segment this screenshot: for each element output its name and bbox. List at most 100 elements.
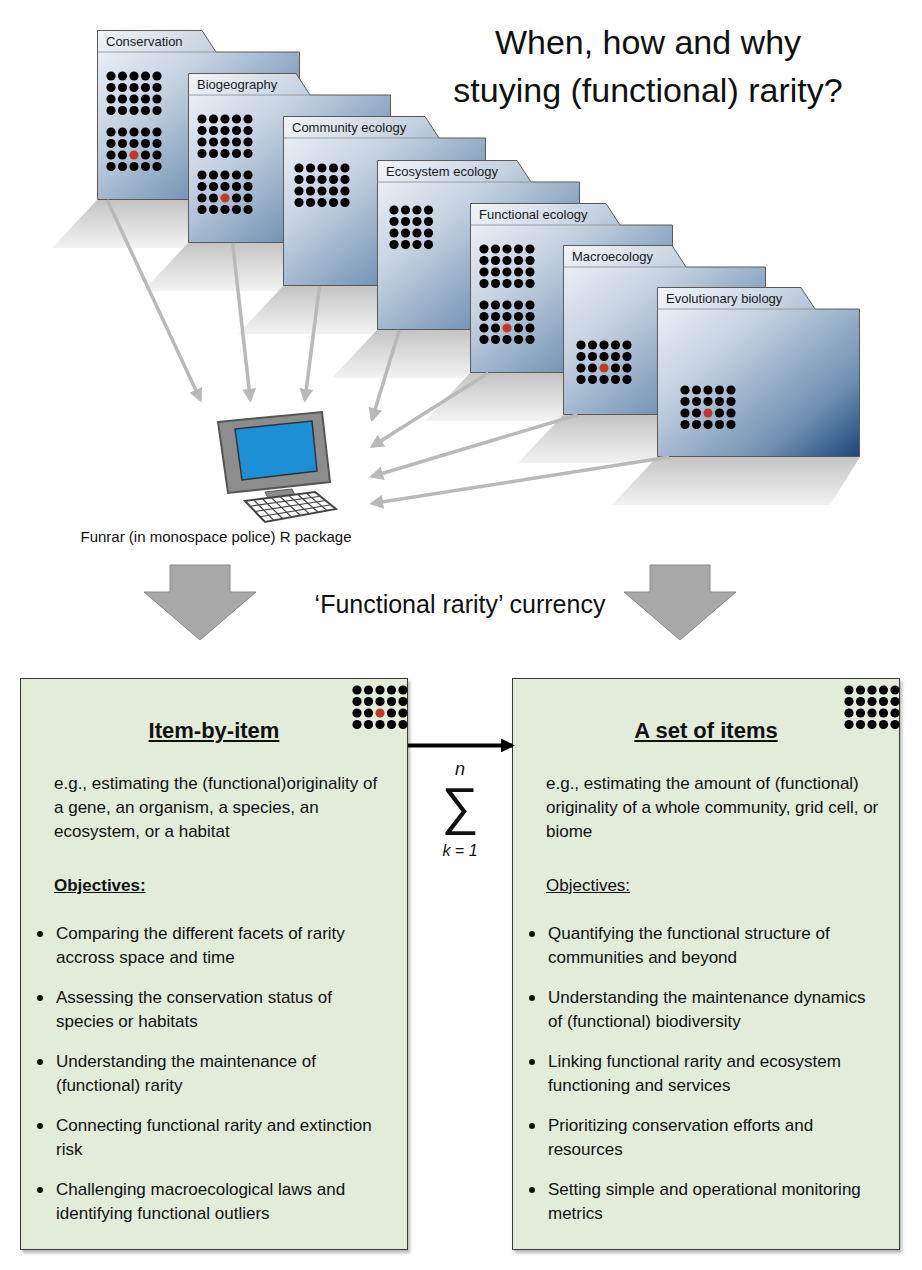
black-dot (197, 205, 206, 214)
keyboard-key (263, 499, 283, 519)
red-dot (375, 708, 384, 717)
black-dot (141, 106, 150, 115)
black-dot (588, 340, 597, 349)
black-dot (502, 312, 511, 321)
black-dot (412, 228, 421, 237)
red-dot (220, 193, 229, 202)
black-dot (398, 720, 407, 729)
tab-line (98, 52, 217, 53)
black-dot (726, 385, 735, 394)
black-dot (197, 137, 206, 146)
black-dot (118, 106, 127, 115)
objective-item: Understanding the maintenance of (functi… (56, 1050, 391, 1098)
black-dot (129, 94, 138, 103)
black-dot (715, 420, 724, 429)
black-dot (243, 114, 252, 123)
black-dot (306, 186, 315, 195)
black-dot (232, 126, 241, 135)
black-dot (844, 685, 853, 694)
objective-item: Connecting functional rarity and extinct… (56, 1114, 391, 1162)
black-dot (387, 708, 396, 717)
dot-grid-icon (844, 685, 904, 735)
tab-label: Functional ecology (479, 207, 587, 222)
black-dot (118, 71, 127, 80)
black-dot (514, 244, 523, 253)
tab-line (378, 182, 532, 183)
tab-label: Biogeography (197, 77, 277, 92)
black-dot (209, 126, 218, 135)
black-dot (514, 300, 523, 309)
black-dot (197, 126, 206, 135)
black-dot (525, 279, 534, 288)
black-dot (389, 240, 398, 249)
black-dot (329, 198, 338, 207)
keyboard-key (271, 498, 291, 518)
black-dot (306, 198, 315, 207)
connector-arrow (372, 457, 669, 504)
black-dot (306, 175, 315, 184)
black-dot (491, 256, 500, 265)
black-dot (375, 720, 384, 729)
black-dot (152, 106, 161, 115)
black-dot (879, 720, 888, 729)
black-dot (329, 186, 338, 195)
black-dot (401, 217, 410, 226)
black-dot (152, 162, 161, 171)
black-dot (106, 162, 115, 171)
black-dot (599, 375, 608, 384)
black-dot (576, 375, 585, 384)
black-dot (294, 175, 303, 184)
connector-arrow (305, 286, 320, 400)
keyboard-key (289, 495, 310, 514)
black-dot (890, 708, 899, 717)
black-dot (375, 685, 384, 694)
black-dot (398, 685, 407, 694)
red-dot (703, 408, 712, 417)
black-dot (197, 170, 206, 179)
black-dot (856, 720, 865, 729)
computer-icon (60, 400, 372, 550)
black-dot (398, 697, 407, 706)
black-dot (389, 205, 398, 214)
box-description: e.g., estimating the (functional)origina… (54, 772, 391, 844)
black-dot (844, 708, 853, 717)
black-dot (352, 685, 361, 694)
black-dot (525, 267, 534, 276)
keyboard-key (280, 497, 301, 516)
folder-outline (658, 288, 860, 457)
black-dot (294, 186, 303, 195)
black-dot (525, 244, 534, 253)
black-dot (502, 256, 511, 265)
black-dot (890, 685, 899, 694)
black-dot (879, 685, 888, 694)
black-dot (209, 205, 218, 214)
black-dot (340, 186, 349, 195)
black-dot (479, 335, 488, 344)
black-dot (692, 397, 701, 406)
black-dot (412, 217, 421, 226)
black-dot (622, 352, 631, 361)
black-dot (879, 697, 888, 706)
black-dot (243, 182, 252, 191)
objectives-heading: Objectives: (54, 874, 391, 898)
black-dot (118, 150, 127, 159)
black-dot (232, 149, 241, 158)
black-dot (317, 186, 326, 195)
black-dot (232, 137, 241, 146)
black-dot (232, 114, 241, 123)
black-dot (118, 94, 127, 103)
connector-arrow (372, 330, 399, 420)
black-dot (118, 139, 127, 148)
black-dot (525, 300, 534, 309)
objective-item: Challenging macroecological laws and ide… (56, 1178, 391, 1226)
black-dot (220, 126, 229, 135)
black-dot (680, 385, 689, 394)
black-dot (243, 149, 252, 158)
black-dot (867, 708, 876, 717)
black-dot (611, 375, 620, 384)
black-dot (243, 170, 252, 179)
black-dot (726, 408, 735, 417)
black-dot (844, 720, 853, 729)
black-dot (599, 340, 608, 349)
